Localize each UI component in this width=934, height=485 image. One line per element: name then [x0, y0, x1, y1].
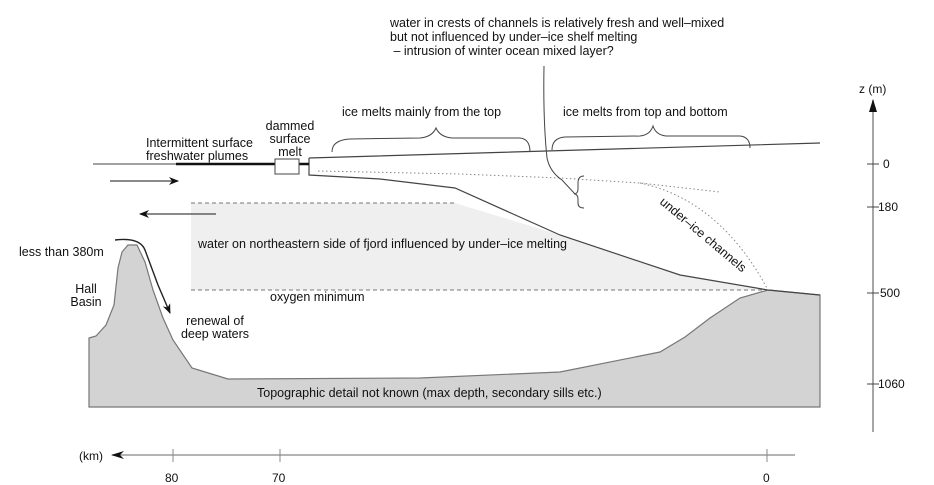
depth-tick-label-180: 180 [878, 200, 898, 214]
dammed-melt-label-line-1: dammed [266, 119, 315, 133]
northeast-water-label: water on northeastern side of fjord infl… [197, 237, 567, 251]
under-ice-channels-label: under–ice channels [657, 195, 749, 275]
oxygen-minimum-label: oxygen minimum [270, 290, 364, 304]
note-leader-line [543, 65, 576, 195]
dammed-melt-label-line-2: surface [270, 132, 311, 146]
sill-depth-label: less than 380m [19, 245, 104, 259]
brace-top-bottom-melt [551, 124, 751, 151]
plumes-label-line-2: freshwater plumes [146, 149, 248, 163]
hall-basin-label-line-2: Basin [70, 295, 101, 309]
melt-influenced-water-region [191, 203, 768, 290]
distance-tick-label-70: 70 [272, 471, 286, 485]
depth-tick-label-0: 0 [883, 157, 890, 171]
brace-channel-crest [573, 175, 585, 209]
ice-top-bottom-melt-label: ice melts from top and bottom [563, 105, 728, 119]
ice-dotted-line [317, 170, 721, 193]
depth-tick-label-1060: 1060 [878, 377, 905, 391]
distance-tick-label-0: 0 [763, 471, 770, 485]
brace-top-melt [331, 126, 531, 153]
top-note-line-3: – intrusion of winter ocean mixed layer? [390, 44, 614, 58]
top-note-line-1: water in crests of channels is relativel… [389, 16, 724, 30]
renewal-arrow [114, 238, 171, 314]
top-note-line-2: but not influenced by under–ice shelf me… [390, 30, 637, 44]
distance-axis-label: (km) [79, 449, 103, 463]
distance-tick-label-80: 80 [165, 471, 179, 485]
renewal-label-line-1: renewal of [186, 314, 244, 328]
topography-label: Topographic detail not known (max depth,… [257, 386, 602, 400]
dammed-melt-label-line-3: melt [278, 145, 302, 159]
depth-tick-label-500: 500 [880, 286, 900, 300]
plumes-label-line-1: Intermittent surface [146, 136, 253, 150]
ice-shelf-outline [308, 142, 821, 296]
renewal-label-line-2: deep waters [181, 327, 249, 341]
ice-top-melt-label: ice melts mainly from the top [342, 105, 501, 119]
dammed-melt-box [274, 158, 300, 175]
hall-basin-label-line-1: Hall [75, 282, 97, 296]
seafloor-topography [88, 244, 821, 408]
under-ice-channel-dotted-line [639, 182, 769, 291]
depth-axis-label: z (m) [859, 82, 886, 96]
distance-axis-arrowhead [111, 451, 124, 459]
depth-axis-arrowhead [869, 99, 877, 112]
